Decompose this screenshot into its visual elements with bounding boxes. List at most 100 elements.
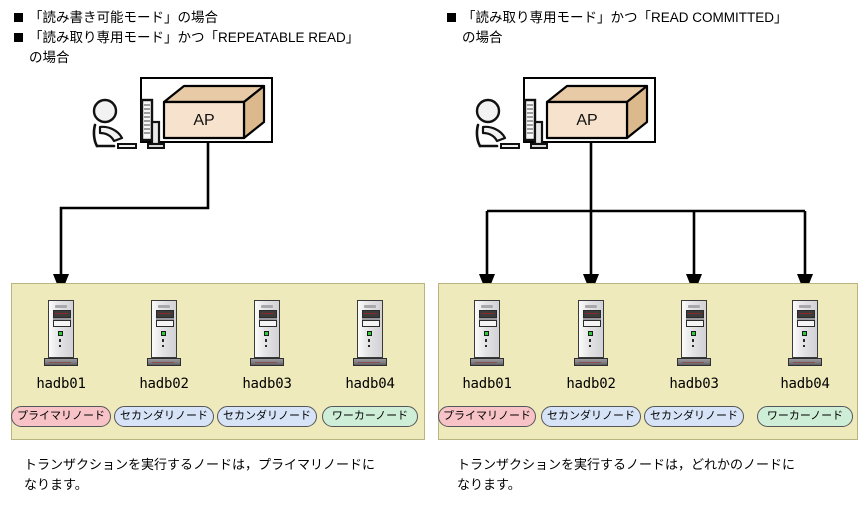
header-text: 「読み取り専用モード」かつ「READ COMMITTED」	[462, 10, 788, 25]
ap-box: AP	[162, 84, 266, 140]
header-bullet-row: 「読み取り専用モード」かつ「REPEATABLE READ」	[14, 28, 426, 47]
server-chassis	[48, 300, 74, 358]
node-role-hadb02: セカンダリノード	[114, 406, 214, 427]
server-power-led	[587, 331, 593, 336]
header-block-left: 「読み書き可能モード」の場合 「読み取り専用モード」かつ「REPEATABLE …	[14, 8, 426, 67]
server-indicator-dot	[367, 339, 371, 342]
server-tower-hadb02	[574, 300, 608, 366]
server-base	[788, 358, 822, 366]
server-drive-bay	[155, 319, 174, 327]
server-power-led	[801, 331, 807, 336]
panel-read-only-read-committed: 「読み取り専用モード」かつ「READ COMMITTED」 の場合 AP	[433, 0, 865, 509]
server-indicator-dot	[58, 339, 62, 342]
server-divider	[582, 318, 601, 321]
server-drive-bay	[478, 319, 497, 327]
server-indicator-dot	[691, 344, 695, 348]
server-chassis	[254, 300, 280, 358]
node-role-hadb02: セカンダリノード	[541, 406, 641, 427]
server-divider	[52, 318, 71, 321]
server-drive-bay	[361, 319, 380, 327]
server-tower-hadb04	[788, 300, 822, 366]
server-optical-drive	[155, 310, 174, 318]
node-role-hadb01: プライマリノード	[11, 406, 111, 427]
header-text-continuation: の場合	[462, 30, 503, 45]
server-base	[147, 358, 181, 366]
server-optical-drive	[582, 310, 601, 318]
server-optical-drive	[685, 310, 704, 318]
server-divider	[155, 318, 174, 321]
server-optical-drive	[478, 310, 497, 318]
header-bullet-row: 「読み取り専用モード」かつ「READ COMMITTED」	[447, 8, 859, 27]
server-vent	[261, 305, 273, 308]
server-vent	[585, 305, 597, 308]
header-text: 「読み書き可能モード」の場合	[29, 10, 218, 25]
server-divider	[258, 318, 277, 321]
server-base	[250, 358, 284, 366]
node-name-hadb02: hadb02	[566, 376, 616, 392]
bullet-square-icon	[14, 33, 23, 42]
server-indicator-dot	[802, 339, 806, 342]
server-base	[677, 358, 711, 366]
server-indicator-dot	[264, 339, 268, 342]
node-role-hadb03: セカンダリノード	[644, 406, 744, 427]
header-block-right: 「読み取り専用モード」かつ「READ COMMITTED」 の場合	[447, 8, 859, 47]
ap-label: AP	[193, 112, 214, 129]
node-name-hadb01: hadb01	[462, 376, 512, 392]
server-drive-bay	[258, 319, 277, 327]
server-chassis	[792, 300, 818, 358]
caption-left: トランザクションを実行するノードは，プライマリノードに なります。	[24, 457, 376, 492]
server-vent	[364, 305, 376, 308]
server-indicator-dot	[691, 339, 695, 342]
server-indicator-dot	[161, 339, 165, 342]
server-power-led	[483, 331, 489, 336]
server-divider	[478, 318, 497, 321]
node-name-hadb02: hadb02	[139, 376, 189, 392]
server-vent	[688, 305, 700, 308]
node-name-hadb01: hadb01	[36, 376, 86, 392]
server-chassis	[357, 300, 383, 358]
server-indicator-dot	[484, 339, 488, 342]
server-divider	[361, 318, 380, 321]
bullet-square-icon	[447, 13, 456, 22]
server-tower-hadb02	[147, 300, 181, 366]
node-role-hadb03: セカンダリノード	[217, 406, 317, 427]
server-vent	[55, 305, 67, 308]
server-power-led	[690, 331, 696, 336]
caption-right: トランザクションを実行するノードは，どれかのノードに なります。	[457, 457, 796, 492]
server-indicator-dot	[588, 339, 592, 342]
user-at-terminal-icon	[92, 98, 165, 149]
node-role-hadb04: ワーカーノード	[322, 406, 418, 427]
server-indicator-dot	[58, 344, 62, 348]
user-at-terminal-icon	[475, 98, 548, 149]
server-tower-hadb03	[250, 300, 284, 366]
server-indicator-dot	[367, 344, 371, 348]
node-name-hadb03: hadb03	[242, 376, 292, 392]
server-vent	[158, 305, 170, 308]
server-power-led	[366, 331, 372, 336]
server-divider	[796, 318, 815, 321]
server-drive-bay	[582, 319, 601, 327]
server-divider	[685, 318, 704, 321]
ap-label: AP	[576, 112, 597, 129]
server-drive-bay	[52, 319, 71, 327]
server-optical-drive	[258, 310, 277, 318]
header-bullet-row: 「読み書き可能モード」の場合	[14, 8, 426, 27]
server-tower-hadb04	[353, 300, 387, 366]
server-base	[353, 358, 387, 366]
server-indicator-dot	[161, 344, 165, 348]
panel-read-write-mode: 「読み書き可能モード」の場合 「読み取り専用モード」かつ「REPEATABLE …	[0, 0, 432, 509]
node-name-hadb03: hadb03	[669, 376, 719, 392]
server-optical-drive	[361, 310, 380, 318]
server-vent	[799, 305, 811, 308]
server-tower-hadb01	[44, 300, 78, 366]
ap-box: AP	[545, 84, 649, 140]
node-role-hadb01: プライマリノード	[438, 406, 536, 427]
node-name-hadb04: hadb04	[345, 376, 395, 392]
server-indicator-dot	[264, 344, 268, 348]
server-chassis	[578, 300, 604, 358]
server-optical-drive	[52, 310, 71, 318]
server-indicator-dot	[484, 344, 488, 348]
node-name-hadb04: hadb04	[780, 376, 830, 392]
server-power-led	[160, 331, 166, 336]
server-base	[470, 358, 504, 366]
